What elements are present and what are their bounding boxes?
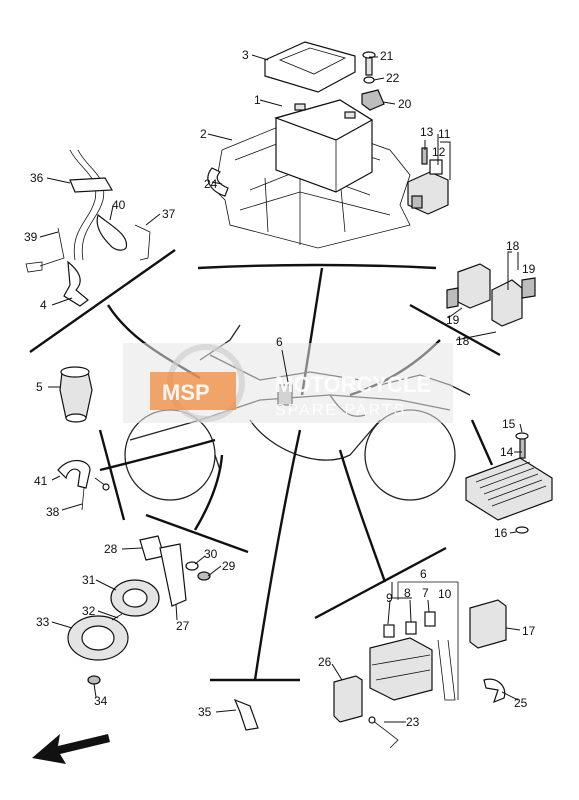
- callout-leaders: [39, 54, 523, 723]
- callout-11: 11: [438, 127, 451, 141]
- callout-13: 13: [420, 125, 434, 139]
- callout-18-lower: 18: [456, 334, 470, 348]
- group-bracket-fusebox: [314, 546, 447, 620]
- leader-fusebox: [338, 449, 387, 583]
- group-bracket-right: [409, 303, 501, 357]
- washer: [363, 76, 375, 84]
- callout-numbers: 1 2 3 4 5 6 7 8 9 10 11 12 13 14 15 16 1…: [24, 48, 536, 729]
- callout-20: 20: [398, 97, 412, 111]
- callout-28: 28: [104, 542, 118, 556]
- callout-23: 23: [406, 715, 420, 729]
- callout-12: 12: [432, 145, 446, 159]
- fuse-box-group: [333, 581, 507, 749]
- callout-35: 35: [198, 705, 212, 719]
- group-bracket-regulator: [470, 419, 494, 466]
- main-switch: [59, 366, 93, 423]
- callout-16: 16: [494, 526, 508, 540]
- callout-9: 9: [386, 591, 393, 605]
- callout-38: 38: [46, 505, 60, 519]
- callout-24: 24: [204, 177, 218, 191]
- group-bracket-horn: [145, 513, 249, 554]
- callout-39: 39: [24, 230, 38, 244]
- front-arrow-icon: [32, 734, 110, 764]
- bolt: [362, 51, 376, 76]
- relay-group: [446, 263, 536, 327]
- battery: [274, 99, 374, 193]
- callout-31: 31: [82, 573, 96, 587]
- leader-horn: [193, 454, 224, 531]
- callout-27: 27: [176, 619, 190, 633]
- rectifier-regulator: [465, 432, 553, 534]
- callout-6-fuse: 6: [420, 567, 427, 581]
- callout-34: 34: [94, 694, 108, 708]
- callout-36: 36: [30, 171, 44, 185]
- callout-19-lower: 19: [446, 313, 460, 327]
- watermark-logo: MSP: [162, 380, 210, 405]
- callout-26: 26: [318, 655, 332, 669]
- terminal-block: [361, 89, 385, 111]
- callout-4: 4: [40, 298, 47, 312]
- horn-group: [67, 535, 211, 685]
- callout-22: 22: [386, 71, 400, 85]
- callout-25: 25: [514, 696, 528, 710]
- breather-hose: [57, 460, 91, 489]
- callout-30: 30: [204, 547, 218, 561]
- harness-group: [25, 149, 151, 307]
- callout-37: 37: [162, 207, 176, 221]
- watermark-logo-box: [150, 372, 236, 410]
- watermark-line2: SPARE PARTS: [275, 402, 406, 419]
- battery-cover: [264, 41, 356, 93]
- callout-6: 6: [276, 335, 283, 349]
- callout-1: 1: [254, 93, 261, 107]
- starter-relay: [407, 147, 449, 215]
- callout-33: 33: [36, 615, 50, 629]
- callout-5: 5: [36, 380, 43, 394]
- callout-7: 7: [422, 586, 429, 600]
- group-bracket-top: [197, 263, 437, 270]
- callout-14: 14: [500, 445, 514, 459]
- callout-2: 2: [200, 127, 207, 141]
- watermark: MSP MOTORCYCLE SPARE PARTS: [123, 343, 453, 423]
- group-bracket-left-lower: [98, 429, 126, 521]
- callout-21: 21: [380, 49, 394, 63]
- leader-hose: [99, 438, 216, 472]
- leader-bottom: [253, 429, 302, 681]
- callout-41: 41: [34, 474, 48, 488]
- cable-band: [233, 698, 259, 731]
- callout-40: 40: [112, 198, 126, 212]
- callout-32: 32: [82, 604, 96, 618]
- callout-17: 17: [522, 624, 536, 638]
- callout-3: 3: [242, 48, 249, 62]
- hose-fitting: [102, 483, 110, 491]
- callout-10: 10: [438, 587, 452, 601]
- battery-group: [207, 41, 449, 249]
- bracket-clip: [207, 167, 229, 197]
- callout-19: 19: [522, 262, 536, 276]
- callout-18: 18: [506, 239, 520, 253]
- callout-29: 29: [222, 559, 236, 573]
- group-bracket-left: [29, 249, 176, 353]
- watermark-line1: MOTORCYCLE: [275, 372, 431, 397]
- callout-15: 15: [502, 417, 516, 431]
- callout-8: 8: [404, 586, 411, 600]
